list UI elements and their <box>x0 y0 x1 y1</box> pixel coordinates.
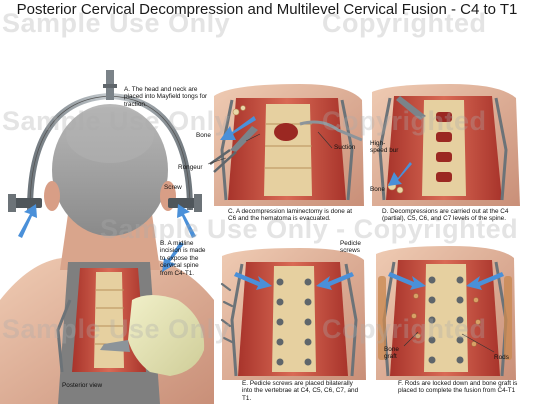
panel-d-decompressions <box>372 84 520 206</box>
label-rongeur: Rongeur <box>178 164 203 171</box>
label-posterior-view: Posterior view <box>62 382 103 389</box>
step-e-caption: E. Pedicle screws are placed bilaterally… <box>242 380 359 402</box>
leader-rongeur <box>207 157 227 165</box>
step-f-caption: F. Rods are locked down and bone graft i… <box>398 380 518 395</box>
step-c-caption: C. A decompression laminectomy is done a… <box>228 208 352 223</box>
panel-e-pedicle-screws <box>220 248 366 380</box>
label-bone-graft: Bone graft <box>384 346 399 361</box>
label-pedicle-screws: Pedicle screws <box>340 240 361 255</box>
label-bone-c: Bone <box>196 132 211 139</box>
label-high-speed-bur: High-speed bur <box>370 140 399 155</box>
panel-f-rods <box>376 246 516 380</box>
page-title: Posterior Cervical Decompression and Mul… <box>16 1 518 18</box>
label-screw: Screw <box>164 184 182 191</box>
label-suction: Suction <box>334 144 356 151</box>
panel-ab-head <box>0 70 214 404</box>
leader-bone-c <box>245 133 261 142</box>
step-b-caption: B. A midline incision is made to expose … <box>160 240 206 277</box>
step-d-caption: D. Decompressions are carried out at the… <box>382 208 509 223</box>
panel-c-laminectomy <box>209 84 364 206</box>
label-rods: Rods <box>494 354 509 361</box>
leader-suction <box>317 131 333 149</box>
label-bone-d: Bone <box>370 186 385 193</box>
pedicle-screw-heads <box>276 278 312 366</box>
step-a-caption: A. The head and neck are placed into May… <box>124 86 208 108</box>
